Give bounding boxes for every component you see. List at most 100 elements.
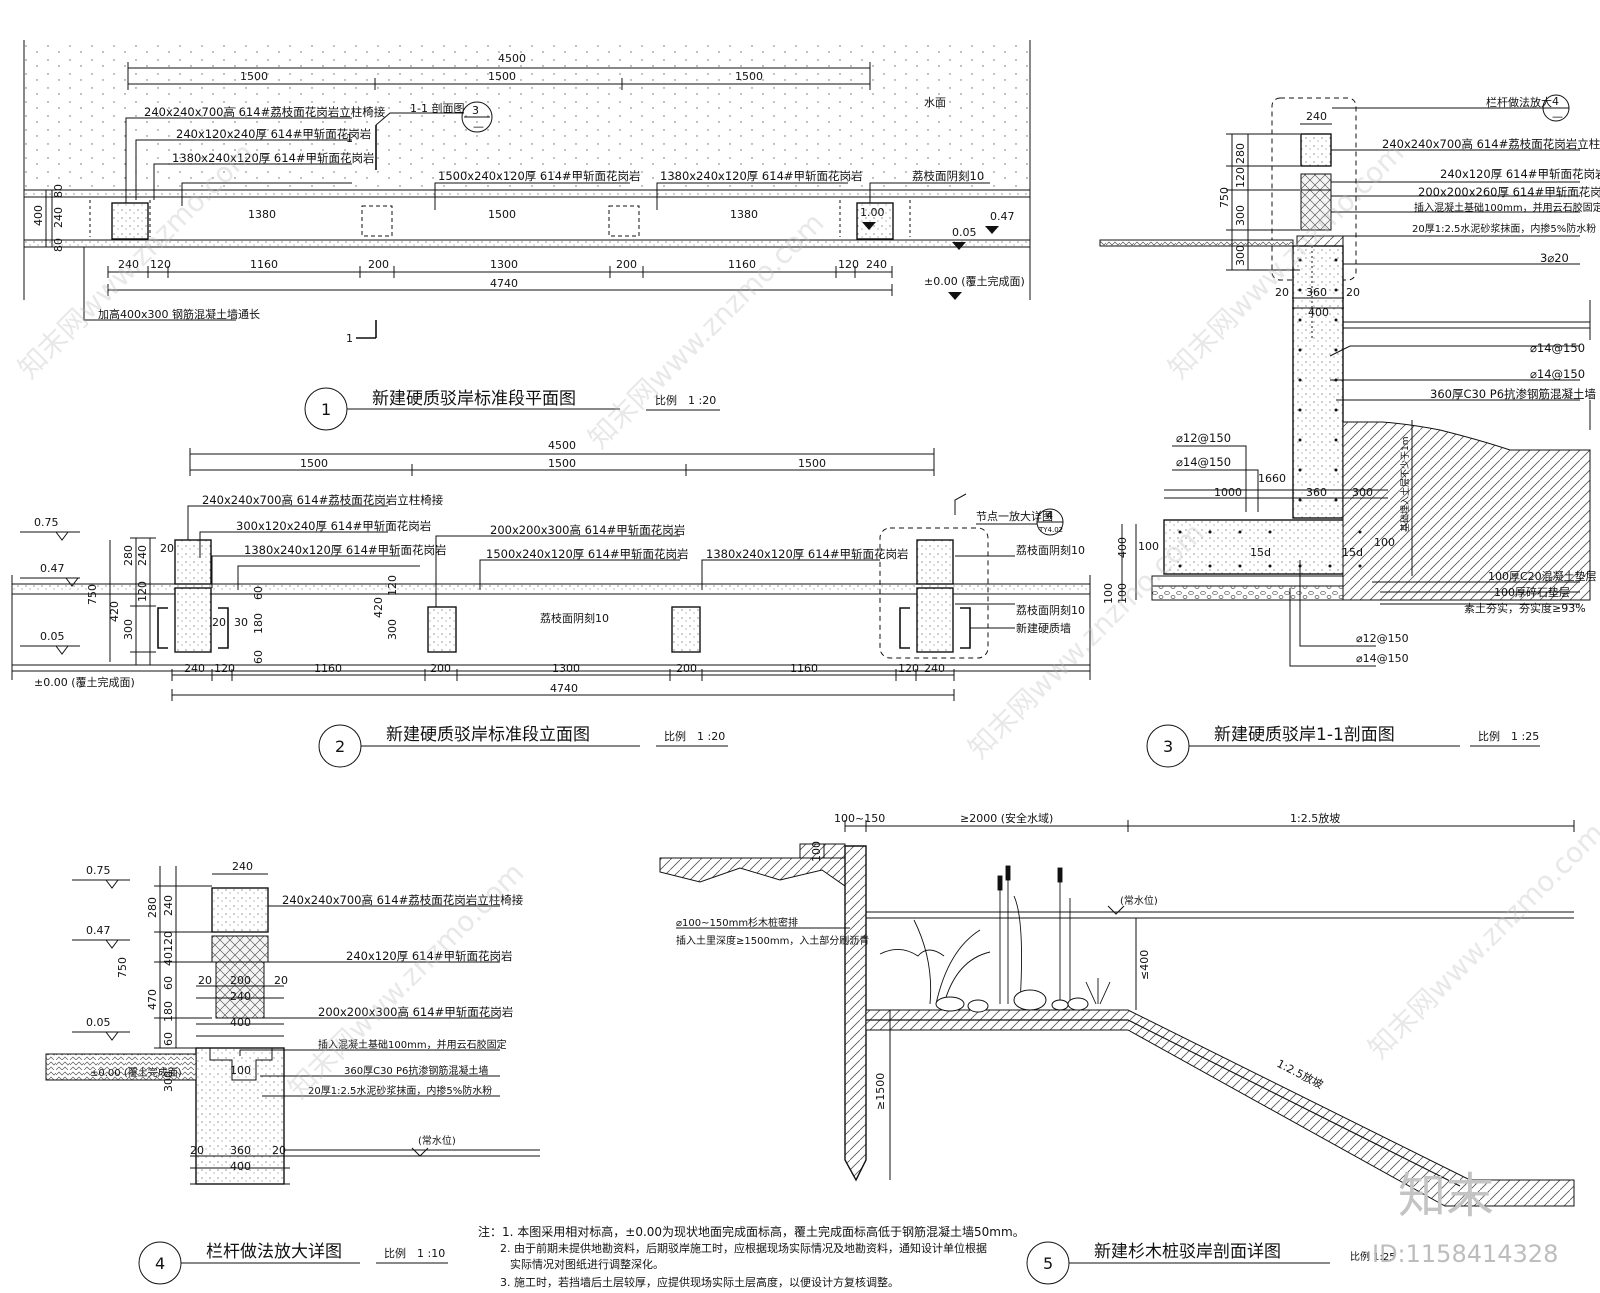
plan-dim: 1500 — [240, 70, 268, 83]
elevation-dim: 1500 — [300, 457, 328, 470]
plan-dim: 400 — [32, 205, 45, 226]
railing-dim: 240 — [232, 860, 253, 873]
general-notes: 注：1. 本图采用相对标高，±0.00为现状地面完成面标高，覆土完成面标高低于钢… — [478, 1224, 1025, 1289]
elevation-dim: 750 — [86, 584, 99, 605]
pile-dim: ≤400 — [1138, 950, 1151, 980]
section-label: ⌀14@150 — [1530, 341, 1585, 355]
plan-cap-strip-lower — [23, 239, 1031, 248]
drawing-scale: 比例 1 :20 — [664, 729, 725, 743]
section-label: 插入混凝土基础100mm，并用云石胶固定 — [1414, 201, 1600, 214]
railing-label: 20厚1:2.5水泥砂浆抹面，内掺5%防水粉 — [308, 1084, 492, 1097]
section-dim: 20 — [1346, 286, 1360, 299]
elevation-label: 新建硬质墙 — [1016, 621, 1071, 635]
elevation-dim: 420 — [372, 597, 385, 618]
plan-dim: 120 — [838, 258, 859, 271]
pile-revetment-drawing: 100~150 ≥2000 (安全水域) 1:2.5放坡 100 ≤400 ≥1… — [659, 811, 1575, 1285]
section-label: 100厚C20混凝土垫层 — [1488, 569, 1597, 583]
section-label: ⌀14@150 — [1176, 455, 1231, 469]
elevation-dim: 1500 — [548, 457, 576, 470]
section-label: 素土夯实，夯实度≥93% — [1464, 601, 1586, 615]
section-dim: 20 — [1275, 286, 1289, 299]
elevation-dim: 1300 — [552, 662, 580, 675]
railing-dim: 200 — [230, 974, 251, 987]
section-wall — [1292, 245, 1344, 519]
railing-post — [211, 887, 269, 933]
watermark-text: 知末网www.znzmo.com — [1362, 816, 1600, 1065]
drawing-title: 新建硬质驳岸1-1剖面图 — [1214, 725, 1395, 745]
backfill-earth — [1342, 421, 1591, 601]
callout-text: 节点一放大详图 — [976, 509, 1053, 523]
plan-dim: 240 — [118, 258, 139, 271]
plan-dim: 1160 — [250, 258, 278, 271]
timber-pile — [844, 845, 867, 1182]
elevation-post-base — [174, 587, 212, 653]
water-surface — [866, 911, 1574, 919]
elevation-dim: 200 — [430, 662, 451, 675]
elevation-mark: 0.75 — [86, 864, 111, 877]
callout-sub: — — [473, 120, 484, 133]
railing-dim: 180 — [162, 1001, 175, 1022]
elevation-mark: ±0.00 (覆土完成面) — [34, 675, 135, 689]
callout-number: 4 — [1552, 95, 1559, 108]
elevation-label: 1380x240x120厚 614#甲斩面花岗岩 — [244, 543, 447, 557]
plan-dim: 80 — [52, 238, 65, 252]
note-line: 2. 由于前期未提供地勘资料，后期驳岸施工时，应根据现场实际情况及地勘资料，通知… — [500, 1241, 987, 1255]
railing-dim: 20 — [274, 974, 288, 987]
railing-dim: 360 — [230, 1144, 251, 1157]
section-dim: 15d — [1342, 546, 1363, 559]
elevation-mark: 0.47 — [86, 924, 111, 937]
plan-dim: 1380 — [730, 208, 758, 221]
elevation-label: 荔枝面阴刻10 — [540, 611, 609, 625]
watermark-text: 知末网www.znzmo.com — [962, 516, 1211, 765]
section-dim: 300 — [1234, 205, 1247, 226]
section-ref-label: 1-1 剖面图 — [410, 101, 464, 115]
elevation-label: 荔枝面阴刻10 — [1016, 603, 1085, 617]
railing-dim: 750 — [116, 957, 129, 978]
elevation-dim: 280 — [122, 545, 135, 566]
ground-hatch — [45, 1053, 197, 1081]
section-label: 3⌀20 — [1540, 251, 1569, 265]
plan-post-right — [856, 202, 894, 240]
railing-pier — [215, 961, 265, 1019]
watermark-logo-text: 知末 — [1398, 1168, 1494, 1224]
plan-dim: 200 — [616, 258, 637, 271]
plan-dim: 1380 — [248, 208, 276, 221]
watermark-id: ID:1158414328 — [1372, 1240, 1558, 1268]
section-label: 20厚1:2.5水泥砂浆抹面，内掺5%防水粉 — [1412, 222, 1596, 235]
railing-dim: 60 — [162, 976, 175, 990]
plan-label: 1380x240x120厚 614#甲斩面花岗岩 — [172, 151, 375, 165]
railing-cap — [211, 935, 269, 963]
note-line: 3. 施工时，若挡墙后土层较厚，应提供现场实际土层高度，以便设计方复核调整。 — [500, 1275, 899, 1289]
section-dim: 280 — [1234, 143, 1247, 164]
plan-dim-total: 4740 — [490, 277, 518, 290]
elevation-dim: 20 — [160, 542, 174, 555]
elevation-dim: 120 — [386, 575, 399, 596]
elevation-dim: 200 — [676, 662, 697, 675]
section-pier — [1300, 189, 1332, 231]
elevation-post — [916, 539, 954, 585]
railing-label: 200x200x300高 614#甲斩面花岗岩 — [318, 1005, 513, 1019]
elevation-dim: 30 — [234, 616, 248, 629]
drawing-title: 栏杆做法放大详图 — [206, 1242, 342, 1262]
pile-dim: ≥2000 (安全水域) — [960, 811, 1053, 825]
elevation-post — [174, 539, 212, 585]
section-dim: 360 — [1306, 486, 1327, 499]
section-dim: 1660 — [1258, 472, 1286, 485]
railing-label: 360厚C30 P6抗渗钢筋混凝土墙 — [344, 1064, 488, 1077]
plan-label: 1500x240x120厚 614#甲斩面花岗岩 — [438, 169, 641, 183]
elevation-dim: 1500 — [798, 457, 826, 470]
section-label: ⌀12@150 — [1176, 431, 1231, 445]
section-post — [1300, 133, 1332, 167]
elevation-dim: 20 — [212, 616, 226, 629]
pile-dim: 1:2.5放坡 — [1290, 811, 1340, 825]
pile-label: 插入土里深度≥1500mm，入土部分刷沥青 — [676, 934, 869, 947]
section-dim: 240 — [1306, 110, 1327, 123]
callout-sub: — — [1552, 110, 1563, 123]
drawing-number: 2 — [335, 737, 345, 756]
drawing-number: 1 — [321, 400, 331, 419]
callout-number: 4 — [1046, 509, 1053, 522]
water-level-label: (常水位) — [418, 1134, 456, 1147]
drawing-number: 3 — [1163, 737, 1173, 756]
elevation-post-base — [916, 587, 954, 653]
elevation-dim-total: 4740 — [550, 682, 578, 695]
